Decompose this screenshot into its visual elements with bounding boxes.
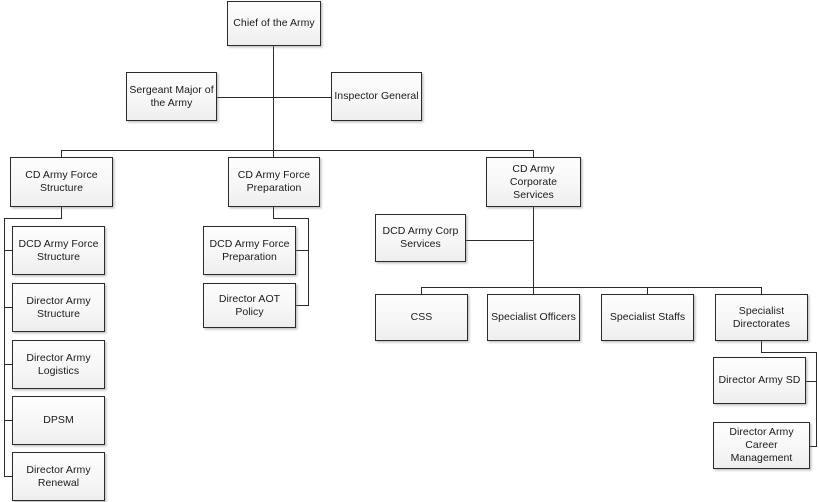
connector-level3-bus (61, 150, 534, 152)
node-sergeant-major-of-the-army[interactable]: Sergeant Major of the Army (126, 72, 217, 121)
node-director-army-renewal[interactable]: Director Army Renewal (12, 452, 105, 501)
connector-dcd-corp-services-spur (466, 240, 534, 242)
connector-left-branch-4 (4, 420, 13, 422)
node-director-aot-policy[interactable]: Director AOT Policy (203, 283, 296, 328)
node-dcd-army-force-preparation[interactable]: DCD Army Force Preparation (203, 226, 296, 275)
connector-sd-branch-2 (806, 446, 817, 448)
node-director-army-structure[interactable]: Director Army Structure (12, 283, 105, 332)
node-cd-army-corporate-services[interactable]: CD Army Corporate Services (486, 157, 581, 207)
connector-assistants-bar (216, 97, 331, 99)
connector-drop-specialist-staffs (647, 287, 649, 294)
node-cd-army-force-structure[interactable]: CD Army Force Structure (10, 157, 113, 207)
node-specialist-staffs[interactable]: Specialist Staffs (601, 294, 694, 341)
node-director-army-sd[interactable]: Director Army SD (713, 357, 806, 404)
connector-middle-spine (308, 218, 310, 306)
node-dcd-army-corp-services[interactable]: DCD Army Corp Services (375, 214, 466, 262)
node-chief-of-the-army[interactable]: Chief of the Army (227, 1, 321, 46)
connector-left-spine (4, 218, 6, 476)
connector-drop-cd-force-structure (61, 150, 63, 157)
connector-left-branch-2 (4, 307, 13, 309)
node-director-army-career-management[interactable]: Director Army Career Management (713, 422, 810, 469)
connector-middle-stem (273, 207, 275, 219)
node-dpsm[interactable]: DPSM (12, 396, 105, 445)
node-inspector-general[interactable]: Inspector General (331, 72, 422, 121)
connector-left-stem (61, 207, 63, 219)
connector-middle-elbow (273, 218, 309, 220)
connector-left-branch-1 (4, 250, 13, 252)
connector-drop-cd-corporate-services (533, 150, 535, 157)
node-css[interactable]: CSS (375, 294, 468, 341)
connector-specialist-directorates-spine (816, 352, 818, 447)
connector-middle-branch-1 (296, 250, 309, 252)
connector-left-branch-5 (4, 476, 13, 478)
connector-services-bus (421, 287, 762, 289)
connector-drop-cd-force-preparation (273, 150, 275, 157)
connector-drop-css (421, 287, 423, 294)
connector-specialist-directorates-elbow (761, 352, 817, 354)
connector-left-elbow (4, 218, 62, 220)
connector-right-stem (533, 207, 535, 294)
connector-drop-specialist-directorates (761, 287, 763, 294)
connector-drop-specialist-officers (533, 287, 535, 294)
connector-left-branch-3 (4, 364, 13, 366)
connector-sd-branch-1 (806, 381, 817, 383)
node-specialist-officers[interactable]: Specialist Officers (487, 294, 580, 341)
connector-middle-branch-2 (296, 305, 309, 307)
connector-specialist-directorates-stem (761, 341, 763, 353)
node-director-army-logistics[interactable]: Director Army Logistics (12, 340, 105, 389)
node-specialist-directorates[interactable]: Specialist Directorates (715, 294, 808, 341)
node-cd-army-force-preparation[interactable]: CD Army Force Preparation (228, 157, 320, 207)
node-dcd-army-force-structure[interactable]: DCD Army Force Structure (12, 226, 105, 275)
